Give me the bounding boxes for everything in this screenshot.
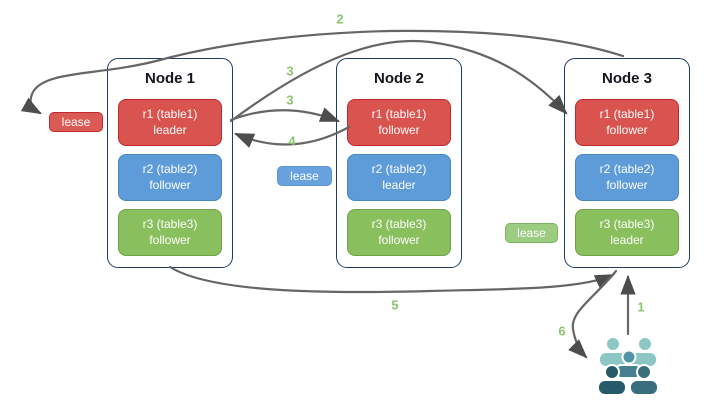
replica-role: leader xyxy=(382,177,416,192)
user-back-left xyxy=(598,336,628,368)
step-label-5: 5 xyxy=(391,297,399,313)
replica-name: r2 (table2) xyxy=(371,161,427,176)
node-2-replica-r1: r1 (table1) follower xyxy=(347,99,451,146)
node-3: Node 3 r1 (table1) follower r2 (table2) … xyxy=(564,58,690,268)
replica-name: r3 (table3) xyxy=(371,216,427,231)
replica-name: r2 (table2) xyxy=(599,161,655,176)
step-label-4: 4 xyxy=(288,133,296,149)
user-front-right xyxy=(629,364,659,396)
replica-name: r1 (table1) xyxy=(142,106,198,121)
step-label-1: 1 xyxy=(637,299,645,315)
replica-role: follower xyxy=(606,177,648,192)
replica-name: r2 (table2) xyxy=(142,161,198,176)
arrow-step-5 xyxy=(168,265,616,294)
node-1-title: Node 1 xyxy=(144,70,195,87)
step-label-3b: 3 xyxy=(286,92,294,108)
node-3-replica-r2: r2 (table2) follower xyxy=(575,154,679,201)
replica-name: r3 (table3) xyxy=(599,216,655,231)
node-2-replica-r3: r3 (table3) follower xyxy=(347,209,451,256)
replica-role: follower xyxy=(149,232,191,247)
users-group-icon xyxy=(597,336,659,396)
replica-name: r3 (table3) xyxy=(142,216,198,231)
lease-tag-red: lease xyxy=(49,112,103,132)
replica-role: follower xyxy=(149,177,191,192)
replica-name: r1 (table1) xyxy=(371,106,427,121)
node-3-replica-r3: r3 (table3) leader xyxy=(575,209,679,256)
replica-name: r1 (table1) xyxy=(599,106,655,121)
user-middle xyxy=(614,349,643,379)
node-1-replica-r3: r3 (table3) follower xyxy=(118,209,222,256)
node-2-replica-r2: r2 (table2) leader xyxy=(347,154,451,201)
node-3-title: Node 3 xyxy=(601,70,652,87)
node-1-replica-r2: r2 (table2) follower xyxy=(118,154,222,201)
replica-role: leader xyxy=(610,232,644,247)
node-3-replica-r1: r1 (table1) follower xyxy=(575,99,679,146)
replica-role: follower xyxy=(378,122,420,137)
user-front-left xyxy=(597,364,627,396)
lease-tag-green: lease xyxy=(505,223,558,243)
node-2: Node 2 r1 (table1) follower r2 (table2) … xyxy=(336,58,462,268)
replica-role: follower xyxy=(378,232,420,247)
lease-tag-blue: lease xyxy=(277,166,332,186)
step-label-6: 6 xyxy=(558,323,566,339)
step-label-3a: 3 xyxy=(286,63,294,79)
step-label-2: 2 xyxy=(336,11,344,27)
node-1-replica-r1: r1 (table1) leader xyxy=(118,99,222,146)
arrow-step-3-to-node2 xyxy=(229,107,341,123)
node-2-title: Node 2 xyxy=(373,70,424,87)
replica-role: leader xyxy=(153,122,187,137)
node-1: Node 1 r1 (table1) leader r2 (table2) fo… xyxy=(107,58,233,268)
replica-role: follower xyxy=(606,122,648,137)
